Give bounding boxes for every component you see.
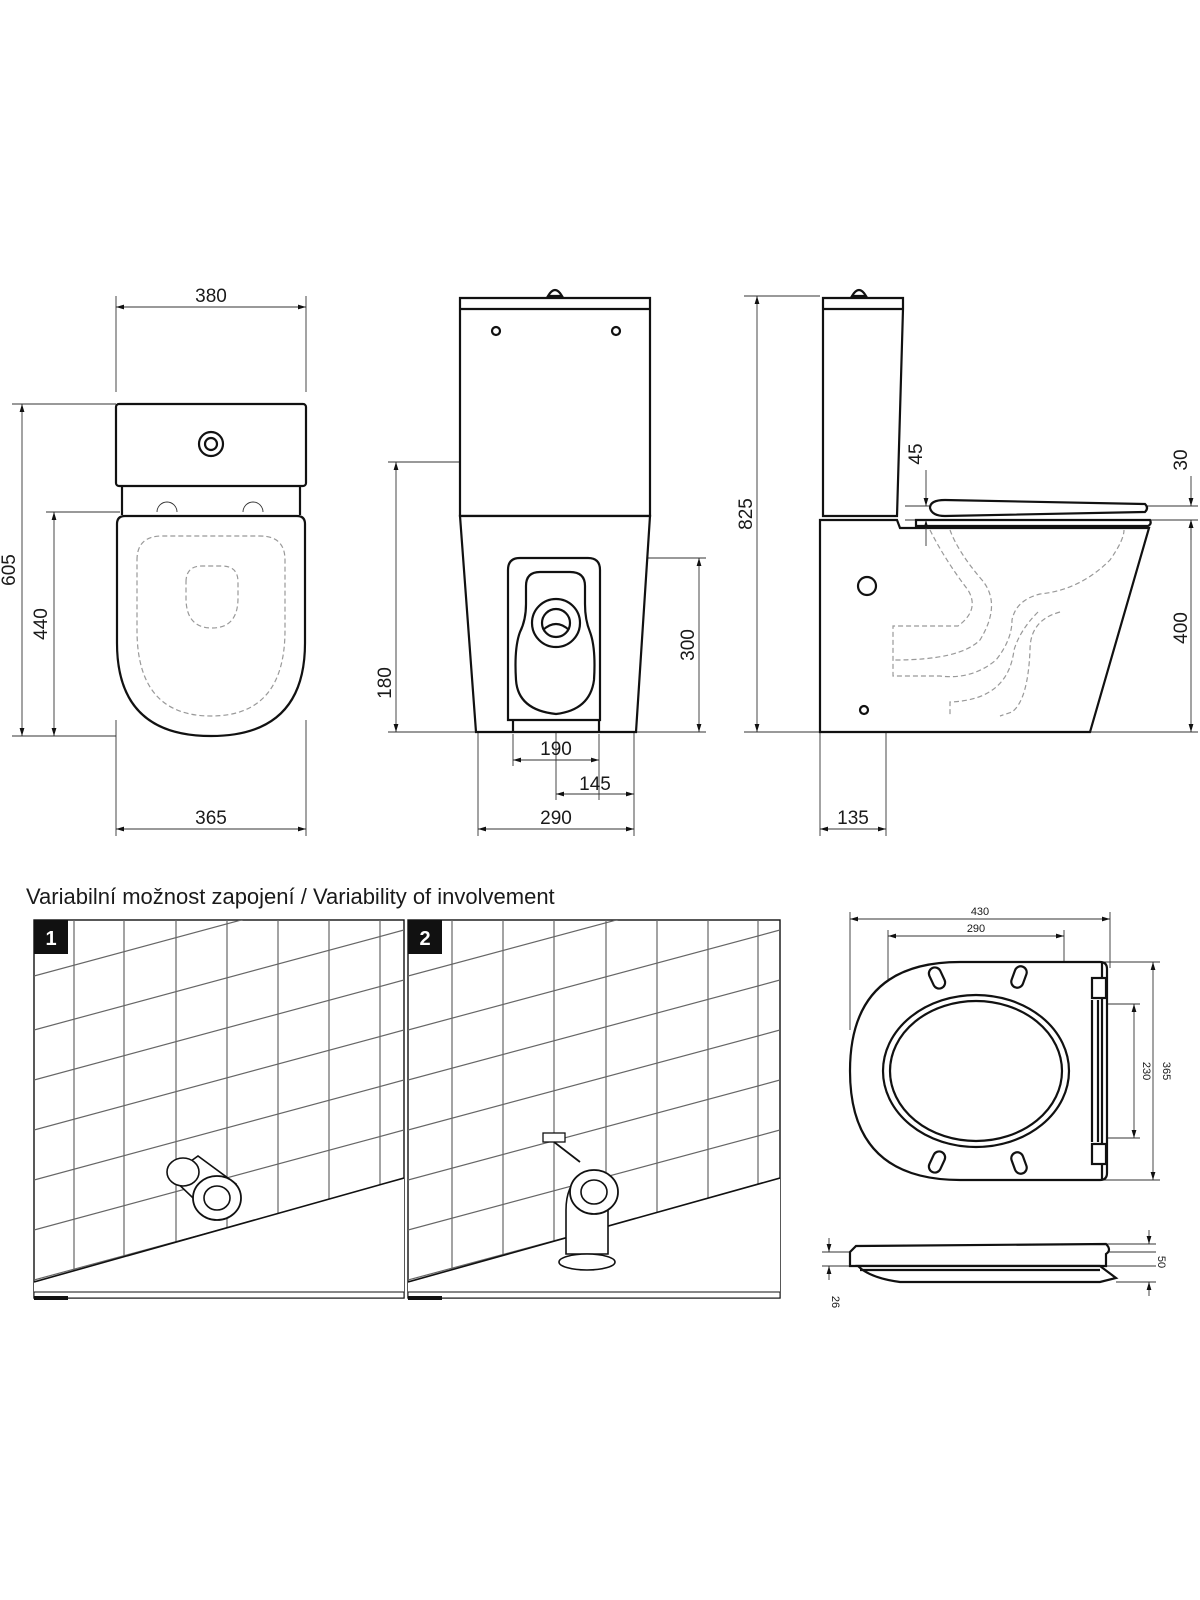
dim-825: 825	[736, 498, 757, 530]
variant-badge-2: 2	[419, 928, 430, 950]
cistern-side	[821, 296, 905, 518]
dim-430: 430	[971, 906, 989, 918]
dim-365-seat: 365	[1160, 1062, 1172, 1080]
dim-300: 300	[678, 629, 699, 661]
dim-605: 605	[0, 554, 20, 586]
flush-button-icon	[197, 430, 225, 458]
variant-badge-1: 1	[45, 928, 56, 950]
hinge-top	[1090, 976, 1108, 1000]
dim-45: 45	[906, 443, 927, 464]
dim-230-seat: 230	[1140, 1062, 1152, 1080]
cistern-rear	[458, 296, 652, 518]
dim-380: 380	[195, 286, 227, 307]
dim-30: 30	[1171, 449, 1192, 470]
dim-180: 180	[375, 667, 396, 699]
variant-panel-1: 1	[33, 919, 405, 1300]
dim-290-seat: 290	[967, 923, 985, 935]
dim-440: 440	[31, 608, 52, 640]
dim-50-seat: 50	[1155, 1256, 1167, 1268]
dim-400: 400	[1171, 612, 1192, 644]
section-heading: Variabilní možnost zapojení / Variabilit…	[26, 884, 555, 909]
dim-290: 290	[540, 808, 572, 829]
dim-135: 135	[837, 808, 869, 829]
seat-side-view: 50 26	[822, 1230, 1167, 1308]
front-view: 380 605 440 365	[0, 286, 308, 836]
dim-26-seat: 26	[829, 1296, 841, 1308]
dim-190: 190	[540, 739, 572, 760]
side-view: 825 45 30 400 135	[736, 288, 1198, 836]
rear-view: 300 180 190 145 290	[375, 288, 706, 836]
seat-lid-side	[928, 498, 1149, 518]
seat-front	[115, 514, 307, 738]
seat-top-view: 430 290 365 230	[848, 906, 1172, 1182]
dim-365: 365	[195, 808, 227, 829]
seat-opening	[881, 993, 1071, 1149]
bowl-side	[818, 518, 1151, 734]
hinge-bottom	[1090, 1142, 1108, 1166]
seat-profile	[848, 1242, 1111, 1268]
dim-145: 145	[579, 774, 611, 795]
variant-panel-2: 2	[407, 919, 781, 1300]
